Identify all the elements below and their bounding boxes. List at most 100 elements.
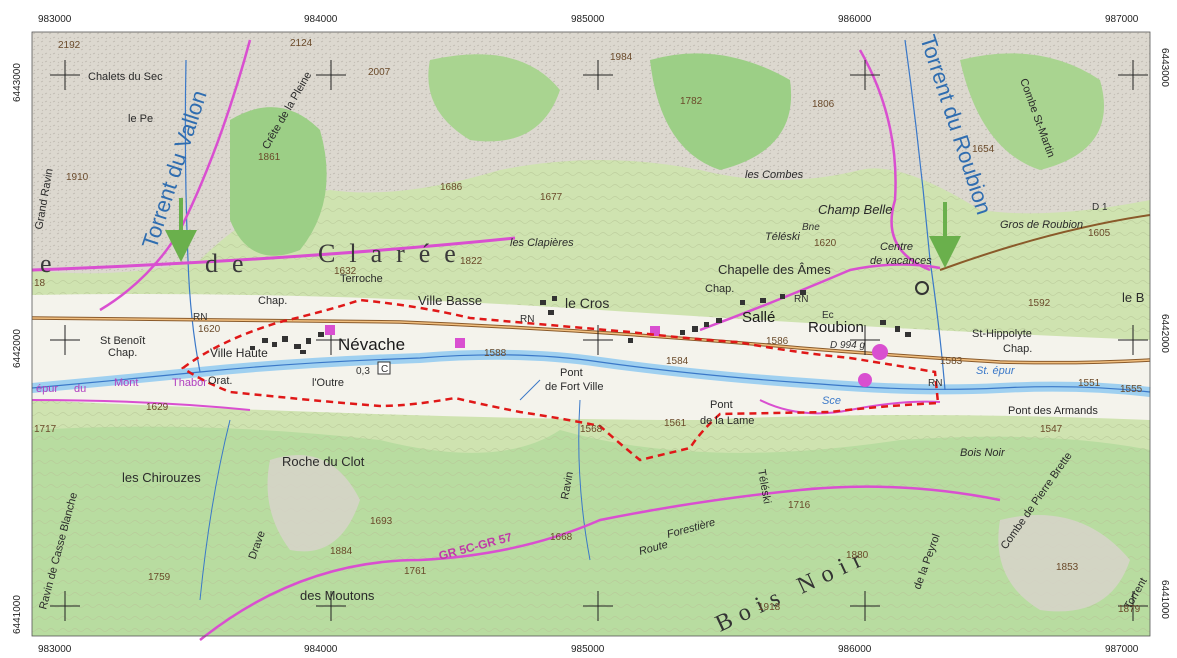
label-pont-lame-2: de la Lame — [700, 415, 754, 427]
svg-text:1861: 1861 — [258, 152, 281, 163]
svg-text:2007: 2007 — [368, 67, 391, 78]
label-roubion: Roubion — [808, 319, 864, 336]
stream-fort-ville — [519, 379, 541, 401]
svg-text:1588: 1588 — [484, 348, 507, 359]
svg-text:6443000: 6443000 — [12, 63, 23, 102]
label-thabor: Thabor — [172, 377, 207, 389]
study-area-outline — [180, 298, 940, 462]
svg-text:1668: 1668 — [550, 532, 573, 543]
svg-text:986000: 986000 — [838, 644, 872, 655]
label-pont-fort-ville: Pont — [560, 367, 583, 379]
label-rn-1: RN — [193, 312, 207, 323]
label-gros-de-roubion: Gros de Roubion — [1000, 219, 1083, 231]
label-chapelle-des-ames: Chapelle des Âmes — [718, 262, 831, 277]
rock-south-1 — [267, 455, 360, 552]
svg-text:2192: 2192 — [58, 40, 81, 51]
reservoir-marker — [915, 281, 929, 295]
camping-box — [377, 361, 391, 375]
grid-crosses — [50, 60, 1148, 621]
label-ville-basse: Ville Basse — [418, 293, 482, 308]
stream-castine — [199, 419, 231, 601]
svg-text:1806: 1806 — [812, 99, 835, 110]
y-axis-left: 6443000 6442000 6441000 — [12, 63, 23, 634]
svg-text:1782: 1782 — [680, 96, 703, 107]
road-d1 — [939, 214, 1151, 271]
label-pont-fort-ville-2: de Fort Ville — [545, 381, 604, 393]
label-d994: D 994 g — [830, 340, 865, 351]
svg-text:1551: 1551 — [1078, 378, 1101, 389]
svg-text:6442000: 6442000 — [1159, 314, 1170, 353]
svg-text:1568: 1568 — [580, 424, 603, 435]
label-teleski-2: Téléski — [755, 468, 773, 504]
label-ravin: Ravin — [559, 471, 576, 501]
svg-text:1677: 1677 — [540, 192, 563, 203]
road-roubion-loop — [699, 263, 941, 332]
svg-text:1853: 1853 — [1056, 562, 1079, 573]
label-ec: Ec — [822, 310, 834, 321]
svg-text:1693: 1693 — [370, 516, 393, 527]
svg-text:2124: 2124 — [290, 38, 313, 49]
label-epur: épur — [36, 383, 58, 395]
label-ville-haute: Ville Haute — [210, 346, 268, 360]
label-bne: Bne — [802, 222, 820, 233]
label-st-hippolyte: St-Hippolyte — [972, 328, 1032, 340]
svg-text:1918: 1918 — [758, 602, 781, 613]
svg-text:1586: 1586 — [766, 336, 789, 347]
label-rn-2: RN — [520, 314, 534, 325]
label-le-cros: le Cros — [565, 295, 609, 311]
svg-text:985000: 985000 — [571, 14, 605, 25]
svg-text:18: 18 — [34, 278, 46, 289]
label-chap-1: Chap. — [108, 347, 137, 359]
forest-north-3 — [650, 53, 792, 171]
label-l-outre: l'Outre — [312, 377, 344, 389]
svg-text:1880: 1880 — [846, 550, 869, 561]
label-le-pe: le Pe — [128, 113, 153, 125]
svg-text:1620: 1620 — [198, 324, 221, 335]
map-canvas: Névache Ville Haute Ville Basse le Cros … — [31, 32, 1151, 641]
label-pont-des-armands: Pont des Armands — [1008, 405, 1098, 417]
svg-text:987000: 987000 — [1105, 644, 1139, 655]
forest-north-1 — [230, 107, 327, 256]
trail-roubion — [858, 49, 931, 272]
svg-text:1555: 1555 — [1120, 384, 1143, 395]
svg-text:1879: 1879 — [1118, 604, 1141, 615]
svg-text:1592: 1592 — [1028, 298, 1051, 309]
svg-text:1759: 1759 — [148, 572, 171, 583]
label-0-3: 0,3 — [356, 366, 370, 377]
svg-text:1884: 1884 — [330, 546, 353, 557]
svg-text:1629: 1629 — [146, 402, 169, 413]
y-axis-right: 6443000 6442000 6441000 — [1159, 48, 1170, 619]
stream-ravin — [578, 399, 591, 561]
svg-text:1620: 1620 — [814, 238, 837, 249]
svg-text:1654: 1654 — [972, 144, 995, 155]
label-rn-3: RN — [794, 294, 808, 305]
label-st-epur: St. épur — [976, 365, 1016, 377]
buildings — [250, 290, 911, 354]
svg-text:1605: 1605 — [1088, 228, 1111, 239]
label-les-chirouzes: les Chirouzes — [122, 470, 201, 485]
svg-text:1583: 1583 — [940, 356, 963, 367]
trail-north-1 — [99, 39, 252, 312]
map-border — [31, 31, 1151, 637]
label-chap-2: Chap. — [258, 295, 287, 307]
label-claree: Clarée — [318, 239, 470, 268]
svg-text:1822: 1822 — [460, 256, 483, 267]
label-champ-belle: Champ Belle — [818, 202, 892, 217]
svg-text:983000: 983000 — [38, 644, 72, 655]
x-axis-bottom: 983000 984000 985000 986000 987000 — [38, 644, 1139, 655]
svg-text:984000: 984000 — [304, 644, 338, 655]
label-centre-2: de vacances — [870, 255, 932, 267]
svg-text:987000: 987000 — [1105, 14, 1139, 25]
pink-building-markers — [325, 325, 888, 387]
ski-line — [31, 236, 516, 272]
label-bois-noir-small: Bois Noir — [960, 447, 1006, 459]
label-salle: Sallé — [742, 309, 775, 326]
forest-north-2 — [428, 54, 560, 142]
trail-left-edge — [31, 399, 251, 411]
label-st-benoit: St Benoît — [100, 335, 145, 347]
label-roche-du-clot: Roche du Clot — [282, 454, 365, 469]
svg-text:6441000: 6441000 — [12, 595, 23, 634]
label-terroche: Terroche — [340, 273, 383, 285]
label-teleski-1: Téléski — [765, 231, 800, 243]
